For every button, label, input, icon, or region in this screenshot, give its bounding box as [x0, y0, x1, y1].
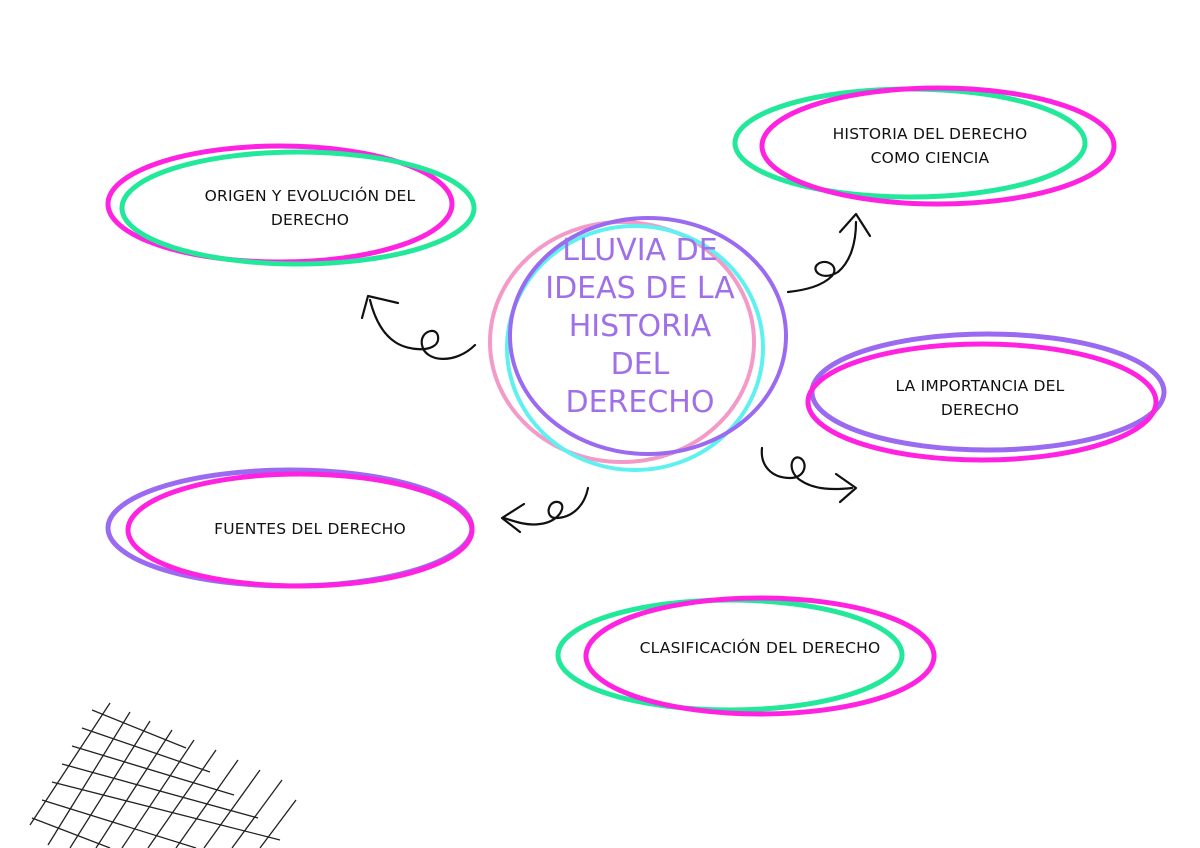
center-ring-cyan [505, 224, 765, 472]
center-ring-purple [508, 216, 788, 456]
node-ring-historia-ciencia [732, 85, 1117, 207]
node-ring-importancia [805, 331, 1167, 463]
node-importancia-line-1: LA IMPORTANCIA DEL [895, 377, 1065, 395]
center-title-line-3: HISTORIA [568, 309, 712, 344]
node-label-historia-ciencia: HISTORIA DEL DERECHO COMO CIENCIA [770, 122, 1090, 170]
node-label-fuentes: FUENTES DEL DERECHO [150, 517, 470, 541]
arrow-to-historia-ciencia [786, 212, 872, 294]
node-historia-ciencia-line-1: HISTORIA DEL DERECHO [832, 125, 1028, 143]
decorative-grid [29, 702, 297, 848]
node-label-origen: ORIGEN Y EVOLUCIÓN DEL DERECHO [150, 184, 470, 232]
center-title: LLUVIA DE IDEAS DE LA HISTORIA DEL DEREC… [520, 232, 760, 422]
node-origen-line-1: ORIGEN Y EVOLUCIÓN DEL [204, 187, 416, 205]
node-importancia-line-2: DERECHO [940, 401, 1020, 419]
node-label-importancia: LA IMPORTANCIA DEL DERECHO [820, 374, 1140, 422]
arrow-to-origen [360, 294, 477, 360]
node-ring-clasificacion [555, 595, 937, 717]
center-circle [488, 216, 788, 472]
arrow-to-fuentes [500, 486, 590, 534]
node-label-clasificacion: CLASIFICACIÓN DEL DERECHO [600, 636, 920, 660]
center-title-line-2: IDEAS DE LA [545, 271, 735, 306]
node-fuentes-line-1: FUENTES DEL DERECHO [214, 520, 406, 538]
node-ring-fuentes [105, 467, 475, 589]
node-origen-line-2: DERECHO [270, 211, 350, 229]
center-title-line-5: DERECHO [565, 385, 715, 420]
node-ring-origen [105, 143, 477, 267]
arrow-to-importancia [760, 446, 858, 504]
node-clasificacion-line-1: CLASIFICACIÓN DEL DERECHO [639, 639, 881, 657]
center-title-line-4: DEL [610, 347, 670, 382]
center-title-line-1: LLUVIA DE [562, 233, 718, 268]
node-historia-ciencia-line-2: COMO CIENCIA [870, 149, 990, 167]
